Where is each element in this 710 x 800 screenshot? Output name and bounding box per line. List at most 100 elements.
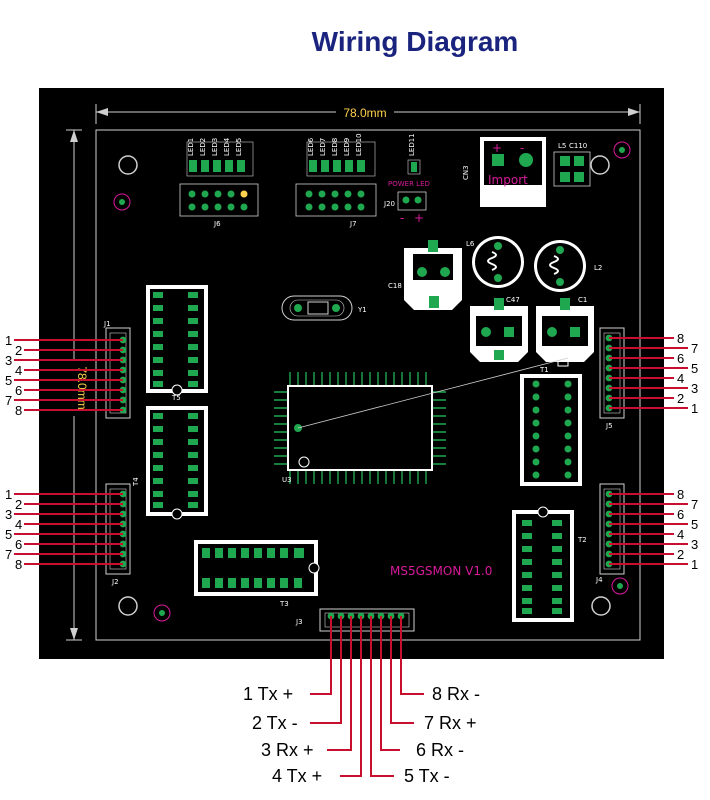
signal-pin1: 1 Tx + xyxy=(243,684,293,704)
svg-text:7: 7 xyxy=(5,547,12,562)
wires-j2 xyxy=(14,493,123,565)
svg-text:J4: J4 xyxy=(595,576,603,584)
svg-text:J6: J6 xyxy=(213,220,221,228)
fiducial-marks xyxy=(113,141,631,622)
signal-pin6: 6 Rx - xyxy=(416,740,464,760)
signal-pin7: 7 Rx + xyxy=(424,713,477,733)
svg-text:1: 1 xyxy=(691,401,698,416)
power-led-label: POWER LED xyxy=(388,180,430,188)
svg-text:1: 1 xyxy=(691,557,698,572)
svg-text:4: 4 xyxy=(15,517,22,532)
transformer-t3: T3 xyxy=(194,540,320,608)
inductor-l6: L6 xyxy=(466,236,524,288)
svg-text:7: 7 xyxy=(691,341,698,356)
power-led-connector-j20: POWER LED J20 - + xyxy=(383,180,430,225)
pin-labels-j5: 8 7 6 5 4 3 2 1 xyxy=(677,331,698,416)
svg-text:3: 3 xyxy=(5,507,12,522)
svg-text:1: 1 xyxy=(5,487,12,502)
svg-text:3: 3 xyxy=(5,353,12,368)
capacitor-c47: C47 xyxy=(470,296,528,362)
led1-label: LED1 xyxy=(187,138,195,156)
signal-labels-right: 8 Rx - 7 Rx + 6 Rx - 5 Tx - xyxy=(404,684,480,786)
svg-text:3: 3 xyxy=(691,381,698,396)
inductor-l2: L2 xyxy=(534,240,602,292)
page-title: Wiring Diagram xyxy=(311,26,519,57)
pin-labels-j2: 1 2 3 4 5 6 7 8 xyxy=(5,487,22,572)
led11: LED11 xyxy=(407,133,421,175)
led4-label: LED4 xyxy=(223,137,231,156)
svg-text:4: 4 xyxy=(677,527,684,542)
transformer-t1: T1 xyxy=(520,366,582,486)
chip-u3: U3 xyxy=(274,372,446,484)
led8-label: LED8 xyxy=(331,138,339,156)
led9-label: LED9 xyxy=(343,138,351,156)
svg-text:5: 5 xyxy=(691,517,698,532)
import-connector-cn3: + - Import CN3 xyxy=(462,137,546,207)
svg-text:3: 3 xyxy=(691,537,698,552)
svg-text:L6: L6 xyxy=(466,240,475,248)
svg-text:5: 5 xyxy=(691,361,698,376)
wires-j4 xyxy=(609,493,688,565)
board-name: MS5GSMON V1.0 xyxy=(390,564,492,578)
svg-text:L2: L2 xyxy=(594,264,602,272)
svg-text:6: 6 xyxy=(677,351,684,366)
led7-label: LED7 xyxy=(319,138,327,156)
svg-text:8: 8 xyxy=(15,557,22,572)
svg-text:4: 4 xyxy=(15,363,22,378)
svg-text:6: 6 xyxy=(15,537,22,552)
svg-text:2: 2 xyxy=(677,391,684,406)
svg-text:4: 4 xyxy=(677,371,684,386)
svg-text:5: 5 xyxy=(5,527,12,542)
led3-label: LED3 xyxy=(211,138,219,156)
connector-j2: J2 xyxy=(105,483,131,586)
svg-text:J5: J5 xyxy=(605,422,613,430)
svg-text:J2: J2 xyxy=(111,578,119,586)
svg-text:C47: C47 xyxy=(506,296,520,304)
svg-text:J3: J3 xyxy=(295,618,303,626)
ratsnest-line xyxy=(297,357,569,429)
svg-text:8: 8 xyxy=(677,487,684,502)
capacitor-c18: C18 xyxy=(388,240,462,310)
pin-labels-j4: 8 7 6 5 4 3 2 1 xyxy=(677,487,698,572)
svg-text:CN3: CN3 xyxy=(462,165,470,180)
svg-text:U3: U3 xyxy=(282,476,292,484)
power-plus-label: + xyxy=(414,211,424,225)
svg-text:8: 8 xyxy=(15,403,22,418)
l5-c110: L5 C110 xyxy=(553,142,591,187)
wires-j5 xyxy=(609,337,688,409)
signal-pin2: 2 Tx - xyxy=(252,713,298,733)
svg-text:J7: J7 xyxy=(349,220,357,228)
svg-text:T1: T1 xyxy=(539,366,549,374)
svg-text:T5: T5 xyxy=(171,394,181,402)
svg-text:J1: J1 xyxy=(103,320,111,328)
signal-pin3: 3 Rx + xyxy=(261,740,314,760)
led-group-left: LED1 LED2 LED3 LED4 LED5 xyxy=(186,137,254,177)
signal-pin8: 8 Rx - xyxy=(432,684,480,704)
svg-text:2: 2 xyxy=(15,343,22,358)
led5-label: LED5 xyxy=(235,138,243,156)
signal-pin5: 5 Tx - xyxy=(404,766,450,786)
svg-text:2: 2 xyxy=(15,497,22,512)
svg-text:C18: C18 xyxy=(388,282,402,290)
transformer-t4: T4 xyxy=(132,406,208,520)
svg-text:L5: L5 xyxy=(558,142,566,150)
svg-text:LED11: LED11 xyxy=(408,133,416,156)
wires-j3 xyxy=(310,616,424,777)
capacitor-c1: C1 xyxy=(536,296,594,367)
signal-labels-left: 1 Tx + 2 Tx - 3 Rx + 4 Tx + xyxy=(243,684,322,786)
svg-text:-: - xyxy=(520,141,524,155)
transformer-t5: T5 xyxy=(146,285,208,402)
wires-j1 xyxy=(14,339,123,411)
svg-text:+: + xyxy=(492,141,502,155)
svg-text:C110: C110 xyxy=(569,142,587,150)
led-group-right: LED6 LED7 LED8 LED9 LED10 xyxy=(306,133,376,177)
led2-label: LED2 xyxy=(199,138,207,156)
svg-text:C1: C1 xyxy=(578,296,587,304)
pin-labels-j1: 1 2 3 4 5 6 7 8 xyxy=(5,333,22,418)
led6-label: LED6 xyxy=(307,137,315,156)
svg-text:1: 1 xyxy=(5,333,12,348)
crystal-y1: Y1 xyxy=(281,295,367,321)
svg-text:8: 8 xyxy=(677,331,684,346)
svg-text:T4: T4 xyxy=(132,477,140,487)
